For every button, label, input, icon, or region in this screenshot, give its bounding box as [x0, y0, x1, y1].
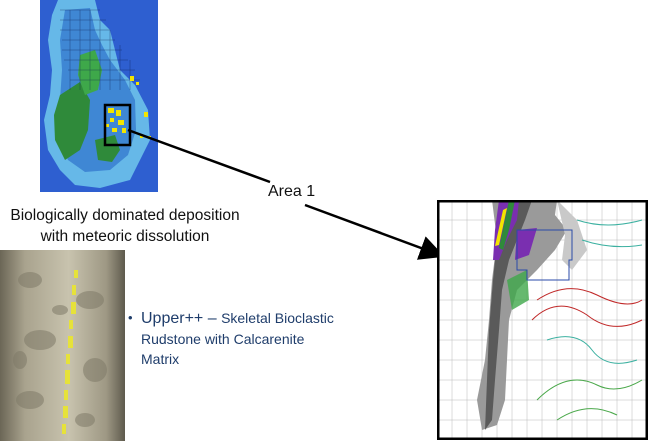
caption-line-1: Biologically dominated deposition — [10, 207, 240, 224]
connector-arrow-to-detail — [304, 203, 445, 260]
bullet-description: Skeletal Bioclastic Rudstone with Calcar… — [141, 310, 334, 367]
area-label: Area 1 — [268, 183, 316, 200]
green-patch — [507, 270, 529, 310]
green-zone-south — [95, 135, 120, 162]
area-1-box — [103, 103, 132, 147]
core-fracture-highlight — [62, 270, 78, 434]
purple-zone-2 — [515, 228, 537, 260]
contour-lines — [531, 219, 643, 421]
regional-map — [40, 0, 158, 192]
blue-outline — [516, 229, 573, 281]
detail-map — [437, 200, 648, 440]
deposition-caption: Biologically dominated deposition with m… — [0, 205, 250, 247]
core-texture — [13, 272, 107, 427]
core-photo — [0, 250, 125, 441]
bullet-lead: Upper++ — [141, 310, 204, 327]
green-zone-west — [54, 82, 90, 160]
detail-frame — [437, 200, 648, 440]
caption-line-2: with meteoric dissolution — [40, 228, 210, 245]
map-hatching — [60, 9, 140, 90]
bullet-dash: – — [203, 310, 222, 327]
yellow-stripe — [495, 208, 507, 246]
bullet-marker: • — [128, 310, 133, 325]
green-stripe-1 — [499, 200, 515, 250]
lithology-bullet: • Upper++ – Skeletal Bioclastic Rudstone… — [128, 308, 338, 369]
